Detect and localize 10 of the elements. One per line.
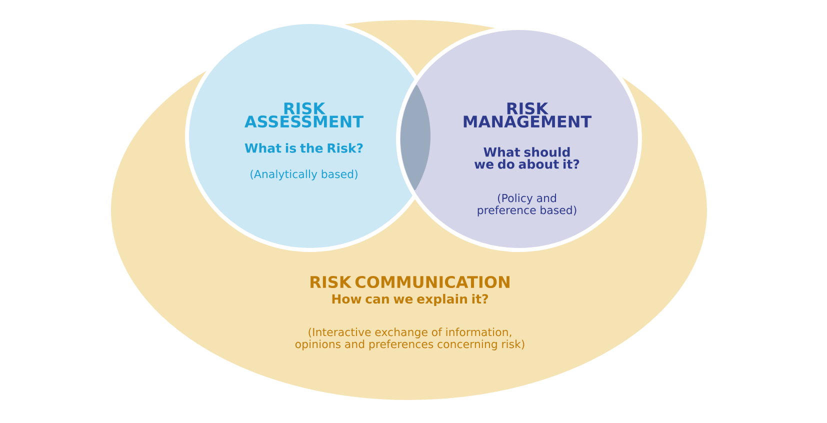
note-text: (Policy and preference based): [478, 194, 576, 216]
question-text: How can we explain it?: [332, 294, 488, 306]
question-text: What should we do about it?: [474, 147, 580, 169]
overlap-lens: [400, 84, 430, 190]
heading-text: RISK COMMUNICATION: [310, 276, 510, 288]
heading-text: RISK ASSESSMENT: [244, 102, 364, 128]
note-text: (Interactive exchange of information, opinions and preferences concerning risk): [295, 328, 524, 350]
note-text: (Analytically based): [250, 170, 358, 180]
question-text: What is the Risk?: [244, 143, 363, 153]
heading-text: RISK MANAGEMENT: [464, 102, 592, 128]
